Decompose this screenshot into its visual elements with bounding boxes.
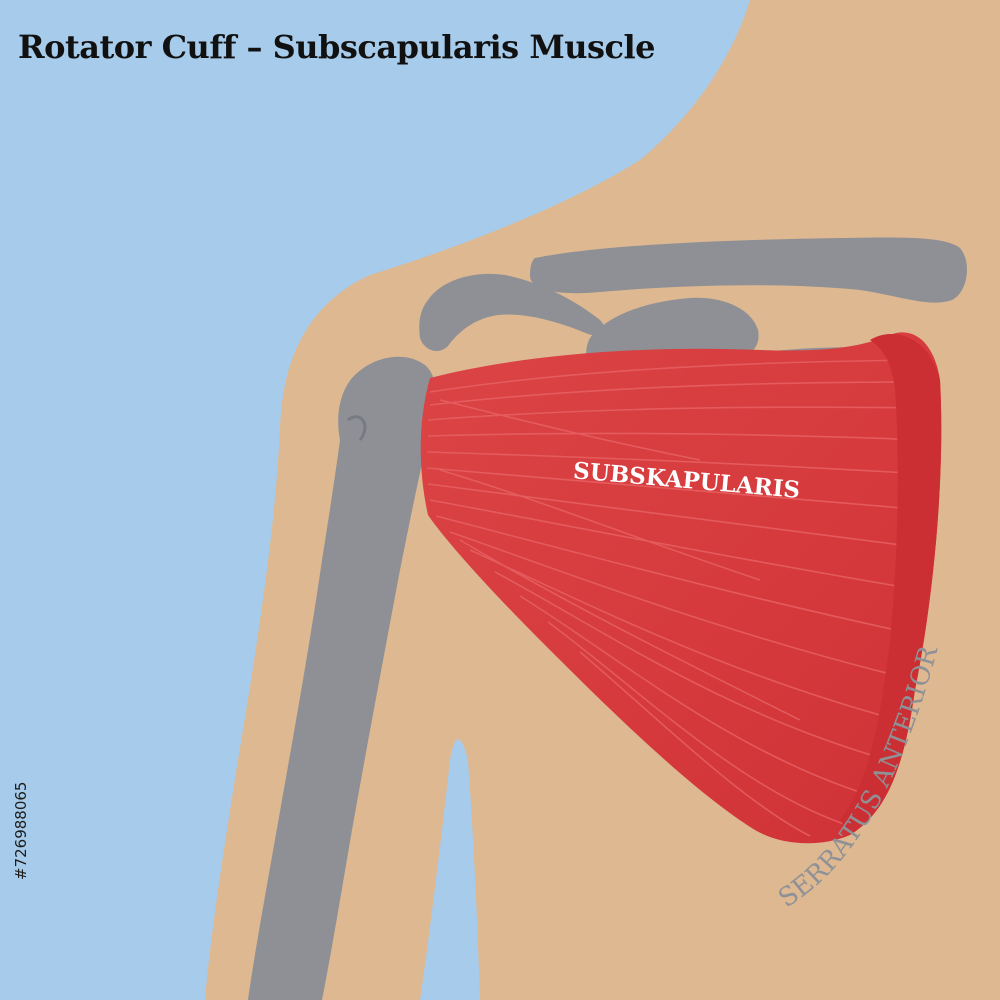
stock-image-id: #726988065 [12,781,30,880]
diagram-title: Rotator Cuff – Subscapularis Muscle [18,28,656,66]
clavicle-bone [530,237,967,303]
subscapularis-muscle: SUBSKAPULARIS [420,332,942,844]
humerus-head-outline [347,415,367,441]
humerus-bone [248,356,437,1000]
acromion-bone [419,273,605,352]
